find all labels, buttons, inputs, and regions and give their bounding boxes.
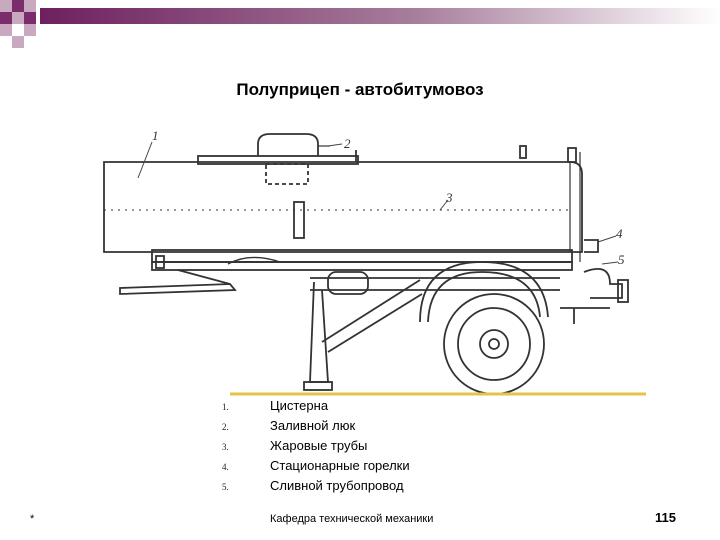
footer-date-placeholder: * bbox=[30, 513, 35, 525]
top-rail bbox=[197, 155, 359, 165]
legend-item: 3. Жаровые трубы bbox=[222, 438, 410, 458]
legend-label: Сливной трубопровод bbox=[270, 478, 404, 493]
legend-item: 1. Цистерна bbox=[222, 398, 410, 418]
legend-number: 1. bbox=[222, 402, 229, 412]
legend-number: 4. bbox=[222, 462, 229, 472]
header-decoration bbox=[0, 0, 720, 48]
legend-number: 3. bbox=[222, 442, 229, 452]
legend-item: 4. Стационарные горелки bbox=[222, 458, 410, 478]
legend-label: Жаровые трубы bbox=[270, 438, 368, 453]
component-legend: 1. Цистерна 2. Заливной люк 3. Жаровые труб… bbox=[222, 398, 410, 498]
wheel bbox=[443, 293, 545, 395]
legend-item: 5. Сливной трубопровод bbox=[222, 478, 410, 498]
drawbar bbox=[119, 283, 237, 295]
support-leg bbox=[309, 281, 329, 383]
callout-5: 5 bbox=[618, 252, 625, 267]
legend-item: 2. Заливной люк bbox=[222, 418, 410, 438]
footer-department: Кафедра технической механики bbox=[270, 513, 434, 525]
stationary-burners bbox=[584, 239, 599, 253]
callout-1: 1 bbox=[152, 128, 159, 143]
tank-outline bbox=[103, 161, 583, 253]
legend-label: Стационарные горелки bbox=[270, 458, 410, 473]
legend-number: 2. bbox=[222, 422, 229, 432]
fender bbox=[419, 261, 549, 323]
page-number: 115 bbox=[655, 510, 676, 525]
trailer-drawing: 1 2 3 4 5 bbox=[103, 128, 646, 396]
callout-4: 4 bbox=[616, 226, 623, 241]
callout-3: 3 bbox=[445, 190, 453, 205]
drain-pipeline bbox=[583, 268, 623, 299]
legend-label: Цистерна bbox=[270, 398, 329, 413]
slide-title: Полуприцеп - автобитумовоз bbox=[236, 80, 484, 99]
callout-2: 2 bbox=[344, 136, 351, 151]
filling-hatch bbox=[257, 133, 319, 156]
legend-label: Заливной люк bbox=[270, 418, 356, 433]
legend-number: 5. bbox=[222, 482, 229, 492]
